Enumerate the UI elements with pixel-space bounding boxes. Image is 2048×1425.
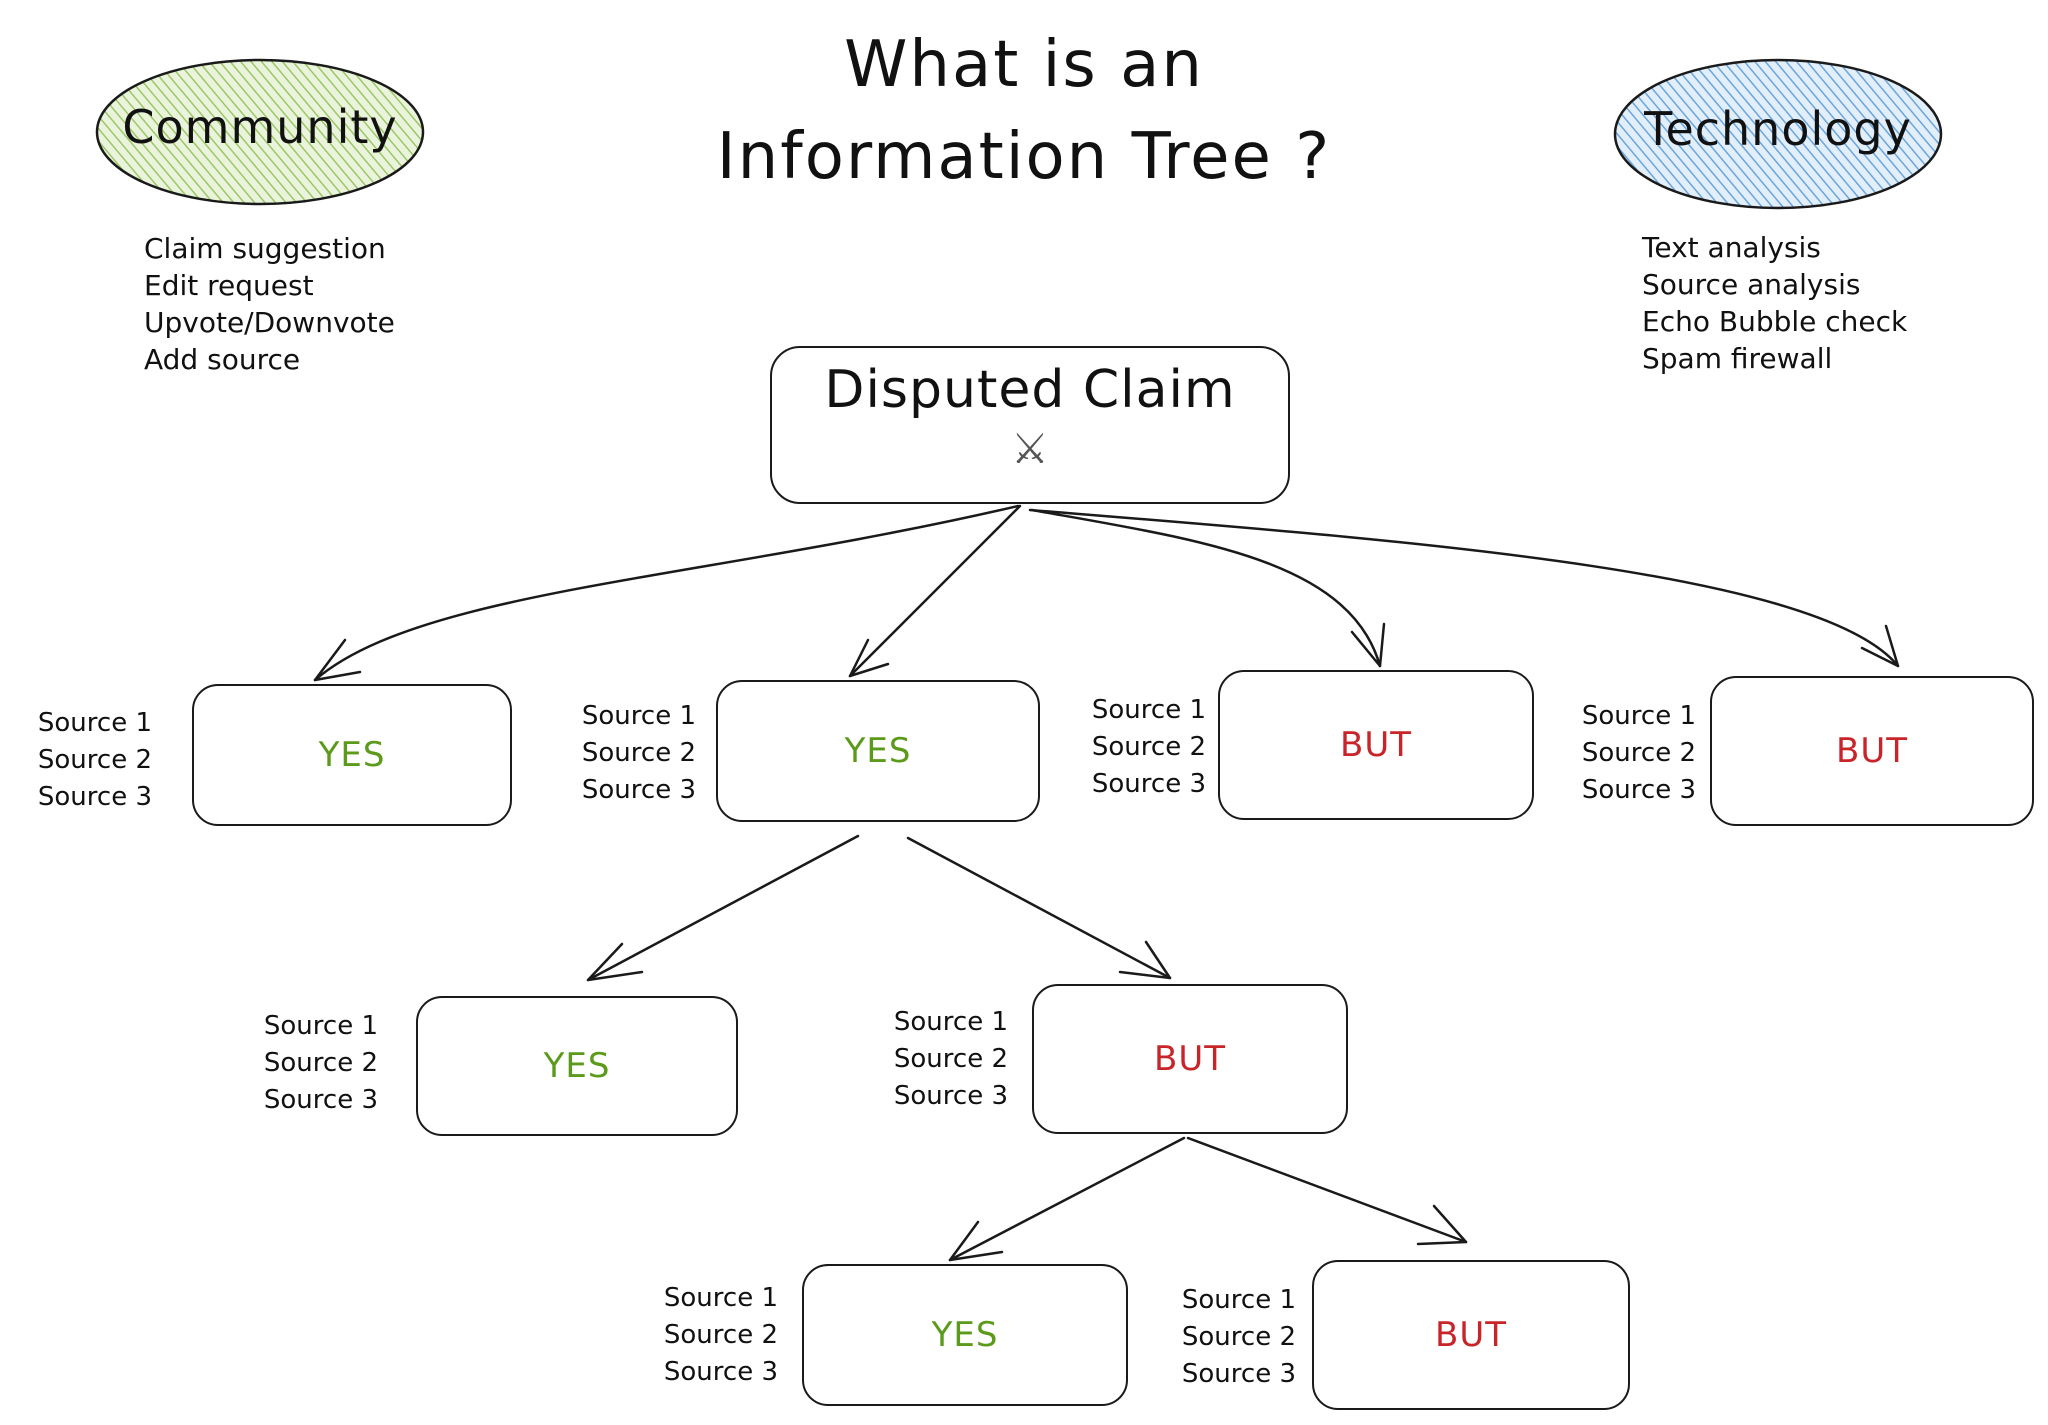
community-item: Claim suggestion bbox=[144, 232, 386, 265]
source-item: Source 1 bbox=[581, 701, 696, 731]
source-list: Source 1 Source 2 Source 3 bbox=[836, 1004, 1008, 1115]
source-item: Source 2 bbox=[893, 1044, 1008, 1074]
community-list: Claim suggestion Edit request Upvote/Dow… bbox=[144, 230, 395, 378]
edge-root-to-yes-2 bbox=[848, 504, 1022, 678]
source-item: Source 2 bbox=[581, 738, 696, 768]
source-item: Source 1 bbox=[663, 1283, 778, 1313]
arrowhead bbox=[948, 1220, 1004, 1262]
node-yes: YES bbox=[716, 680, 1040, 822]
source-item: Source 3 bbox=[1181, 1359, 1296, 1389]
community-item: Upvote/Downvote bbox=[144, 306, 395, 339]
source-item: Source 1 bbox=[1581, 701, 1696, 731]
source-item: Source 2 bbox=[1181, 1322, 1296, 1352]
source-item: Source 2 bbox=[37, 745, 152, 775]
source-item: Source 3 bbox=[1091, 769, 1206, 799]
source-list: Source 1 Source 2 Source 3 bbox=[1116, 1282, 1296, 1393]
technology-item: Spam firewall bbox=[1642, 342, 1833, 375]
node-yes: YES bbox=[416, 996, 738, 1136]
arrowhead bbox=[1416, 1204, 1468, 1246]
technology-item: Text analysis bbox=[1642, 231, 1821, 264]
source-item: Source 3 bbox=[581, 775, 696, 805]
source-item: Source 1 bbox=[1091, 695, 1206, 725]
source-item: Source 1 bbox=[1181, 1285, 1296, 1315]
source-item: Source 3 bbox=[37, 782, 152, 812]
edge-yes-to-yes bbox=[586, 834, 860, 982]
source-list: Source 1 Source 2 Source 3 bbox=[520, 698, 696, 809]
technology-label: Technology bbox=[1644, 102, 1912, 156]
diagram-title-line-1: What is an bbox=[844, 28, 1204, 102]
source-item: Source 3 bbox=[1581, 775, 1696, 805]
source-list: Source 1 Source 2 Source 3 bbox=[600, 1280, 778, 1391]
diagram-title-line-2: Information Tree ? bbox=[716, 120, 1332, 194]
node-but: BUT bbox=[1218, 670, 1534, 820]
source-item: Source 1 bbox=[37, 708, 152, 738]
technology-ellipse bbox=[1613, 58, 1943, 210]
disputed-claim-label: Disputed Claim bbox=[824, 360, 1236, 420]
edge-root-to-but-2 bbox=[1028, 508, 1900, 668]
edge-yes-to-but bbox=[906, 836, 1172, 980]
source-item: Source 3 bbox=[263, 1085, 378, 1115]
community-item: Add source bbox=[144, 343, 301, 376]
source-item: Source 2 bbox=[1581, 738, 1696, 768]
arrowhead bbox=[313, 638, 362, 682]
arrowhead bbox=[1860, 624, 1900, 668]
node-yes: YES bbox=[192, 684, 512, 826]
arrowhead bbox=[586, 942, 644, 982]
source-item: Source 1 bbox=[263, 1011, 378, 1041]
technology-item: Echo Bubble check bbox=[1642, 305, 1908, 338]
arrowhead bbox=[1350, 622, 1386, 668]
source-item: Source 2 bbox=[263, 1048, 378, 1078]
source-item: Source 3 bbox=[663, 1357, 778, 1387]
arrowhead bbox=[1118, 940, 1172, 980]
technology-item: Source analysis bbox=[1642, 268, 1861, 301]
community-item: Edit request bbox=[144, 269, 314, 302]
technology-list: Text analysis Source analysis Echo Bubbl… bbox=[1642, 229, 1907, 377]
source-item: Source 1 bbox=[893, 1007, 1008, 1037]
source-item: Source 2 bbox=[663, 1320, 778, 1350]
node-but: BUT bbox=[1032, 984, 1348, 1134]
edge-but-to-yes bbox=[948, 1136, 1186, 1262]
community-label: Community bbox=[122, 100, 398, 154]
crossed-swords-icon: ⚔ bbox=[1011, 424, 1049, 473]
community-ellipse bbox=[95, 58, 425, 206]
source-list: Source 1 Source 2 Source 3 bbox=[1520, 698, 1696, 809]
source-item: Source 3 bbox=[893, 1081, 1008, 1111]
node-but: BUT bbox=[1312, 1260, 1630, 1410]
source-list: Source 1 Source 2 Source 3 bbox=[210, 1008, 378, 1119]
node-yes: YES bbox=[802, 1264, 1128, 1406]
source-item: Source 2 bbox=[1091, 732, 1206, 762]
source-list: Source 1 Source 2 Source 3 bbox=[1030, 692, 1206, 803]
edge-root-to-yes-1 bbox=[313, 504, 1020, 682]
node-but: BUT bbox=[1710, 676, 2034, 826]
disputed-claim-node: Disputed Claim ⚔ bbox=[770, 346, 1290, 504]
arrowhead bbox=[848, 638, 890, 678]
edge-root-to-but-1 bbox=[1030, 508, 1382, 668]
edge-but-to-but bbox=[1186, 1136, 1468, 1244]
source-list: Source 1 Source 2 Source 3 bbox=[0, 705, 152, 816]
